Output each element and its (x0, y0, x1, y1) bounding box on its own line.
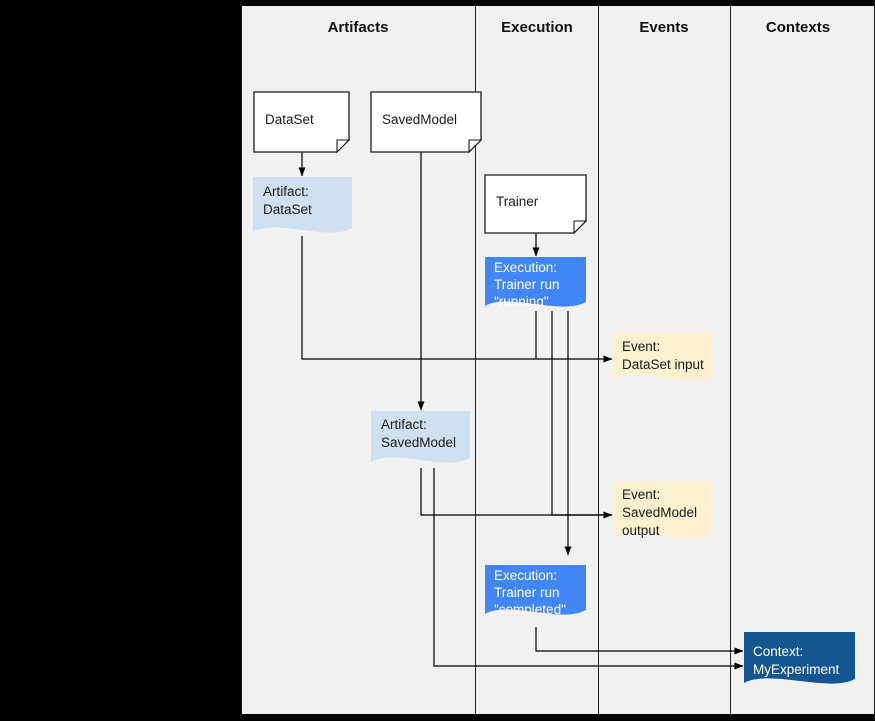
diagram-canvas: Artifacts Execution Events Contexts (241, 6, 875, 714)
trainer-fold-corner-icon (573, 220, 588, 235)
execution-running-label-line2: Trainer run (494, 277, 560, 292)
artifact-dataset-label-line2: DataSet (263, 202, 312, 217)
event-dataset-input-label-line1: Event: (622, 339, 660, 354)
node-execution-completed[interactable]: Execution: Trainer run "completed" (485, 565, 586, 617)
execution-running-label-line3: "running" (494, 294, 549, 309)
lane-title-artifacts: Artifacts (328, 19, 389, 36)
node-artifact-savedmodel[interactable]: Artifact: SavedModel (371, 411, 470, 463)
context-myexperiment-label-line2: MyExperiment (753, 662, 840, 677)
lane-title-events: Events (639, 19, 688, 36)
artifact-savedmodel-label-line2: SavedModel (381, 435, 456, 450)
event-savedmodel-output-label-line1: Event: (622, 487, 660, 502)
context-myexperiment-shape (744, 632, 855, 684)
event-savedmodel-output-shape (613, 481, 712, 539)
dataset-label: DataSet (265, 112, 314, 127)
event-dataset-input-label-line2: DataSet input (622, 357, 704, 372)
node-event-savedmodel-output[interactable]: Event: SavedModel output (613, 481, 712, 539)
execution-running-label-line1: Execution: (494, 260, 557, 275)
edge-execution-completed-to-context (535, 627, 744, 655)
connectors (298, 151, 744, 670)
node-event-dataset-input[interactable]: Event: DataSet input (613, 333, 712, 381)
swimlane-diagram: Artifacts Execution Events Contexts (241, 6, 875, 714)
execution-completed-label-line2: Trainer run (494, 585, 560, 600)
dataset-fold-corner-icon (336, 139, 351, 154)
savedmodel-label: SavedModel (382, 112, 457, 127)
edge-artifact-savedmodel-to-context (433, 468, 744, 670)
artifact-dataset-label-line1: Artifact: (263, 184, 309, 199)
edge-artifact-dataset-to-event-dataset-input (301, 236, 613, 363)
savedmodel-fold-corner-icon (468, 139, 483, 154)
artifact-dataset-shape (253, 177, 352, 233)
event-dataset-input-shape (613, 333, 712, 381)
artifact-savedmodel-label-line1: Artifact: (381, 417, 427, 432)
lane-title-contexts: Contexts (766, 19, 830, 36)
artifact-savedmodel-shape (371, 411, 470, 463)
node-trainer-type[interactable]: Trainer (484, 174, 588, 235)
event-savedmodel-output-label-line2: SavedModel (622, 505, 697, 520)
node-artifact-dataset[interactable]: Artifact: DataSet (253, 177, 352, 233)
lane-title-execution: Execution (501, 19, 573, 36)
node-execution-running[interactable]: Execution: Trainer run "running" (485, 257, 586, 309)
trainer-label: Trainer (496, 194, 539, 209)
node-dataset-type[interactable]: DataSet (253, 91, 351, 154)
node-context-myexperiment[interactable]: Context: MyExperiment (744, 632, 855, 684)
execution-completed-label-line3: "completed" (494, 602, 566, 617)
context-myexperiment-label-line1: Context: (753, 644, 803, 659)
event-savedmodel-output-label-line3: output (622, 523, 660, 538)
execution-completed-shape (485, 565, 586, 615)
execution-completed-label-line1: Execution: (494, 568, 557, 583)
edge-artifact-savedmodel-to-event-savedmodel-output (420, 468, 612, 516)
node-savedmodel-type[interactable]: SavedModel (370, 91, 483, 154)
execution-running-shape (485, 257, 586, 307)
